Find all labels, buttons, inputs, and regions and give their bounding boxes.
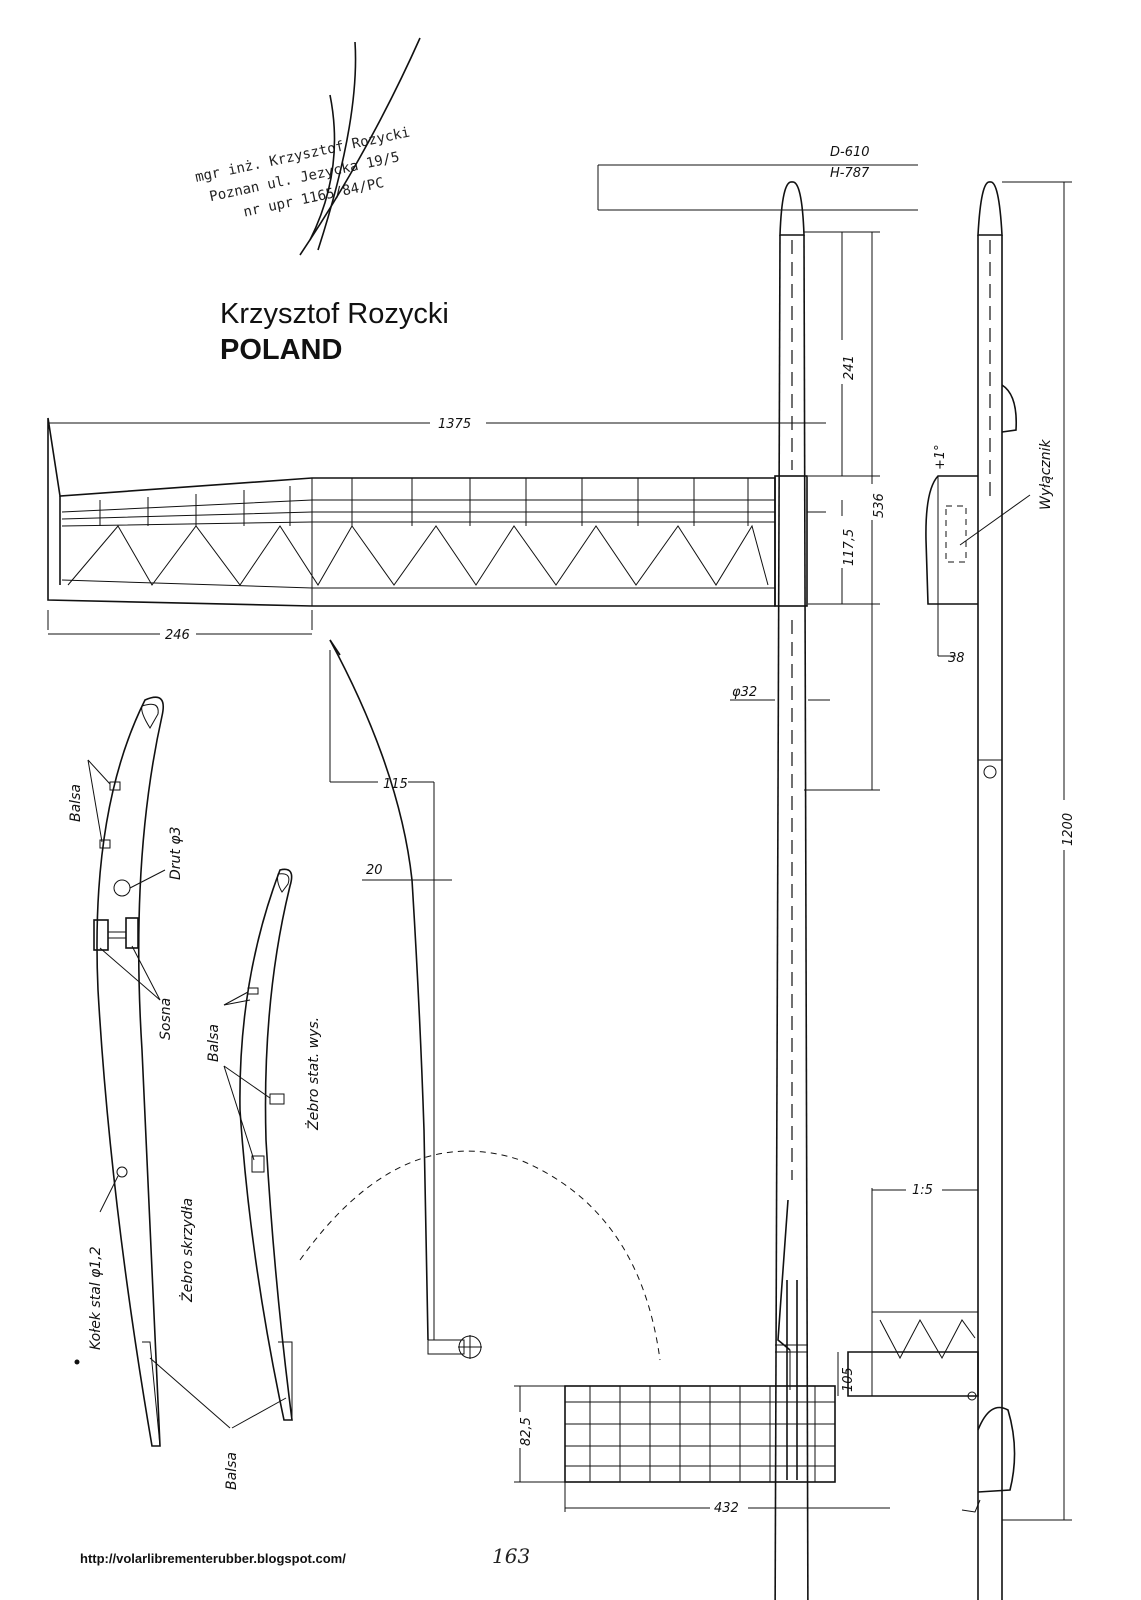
wing-ribs bbox=[99, 478, 749, 526]
wing-plan bbox=[47, 417, 826, 607]
d610-label: D-610 bbox=[830, 145, 870, 160]
stabilizer-rib-labels: Balsa Żebro stat. wys. Balsa bbox=[149, 991, 322, 1490]
kolek-label: Kołek stal φ1,2 bbox=[88, 1246, 104, 1350]
wing-truss bbox=[67, 524, 769, 586]
balsa-label-1: Balsa bbox=[68, 784, 84, 822]
tip-profile: 115 20 bbox=[299, 639, 661, 1361]
wing-rib-profile bbox=[93, 696, 164, 1447]
d38-label: 38 bbox=[948, 651, 965, 666]
d20-label: 20 bbox=[366, 863, 383, 878]
d536-label: 536 bbox=[872, 493, 887, 518]
drut-label: Drut φ3 bbox=[168, 827, 184, 881]
side-view-dimensions: 38 +1° Wyłącznik 1200 1:5 105 bbox=[837, 181, 1076, 1521]
d105-label: 105 bbox=[841, 1367, 856, 1392]
d825-label: 82,5 bbox=[519, 1417, 534, 1446]
author-name: Krzysztof Rozycki bbox=[220, 298, 449, 330]
stabilizer-plan: 82,5 432 bbox=[514, 1385, 890, 1516]
stabilizer-rib-profile bbox=[239, 868, 293, 1421]
fuselage-top-view bbox=[774, 181, 809, 1600]
author-country: POLAND bbox=[220, 334, 343, 366]
wing-rib-labels: Balsa Drut φ3 Sosna Kołek stal φ1,2 Żebr… bbox=[68, 759, 196, 1365]
signature-icon bbox=[299, 37, 421, 256]
length-1200-label: 1200 bbox=[1061, 813, 1076, 846]
span-label: 1375 bbox=[438, 417, 471, 432]
zebro-stat-label: Żebro stat. wys. bbox=[304, 1017, 322, 1131]
source-url: http://volarlibrementerubber.blogspot.co… bbox=[80, 1551, 346, 1566]
d432-label: 432 bbox=[714, 1501, 739, 1516]
tip-dimension-label: 246 bbox=[165, 628, 190, 643]
d117-label: 117,5 bbox=[842, 529, 857, 566]
d115-label: 115 bbox=[383, 777, 408, 792]
span-dimension: 1375 246 bbox=[47, 417, 826, 643]
fuselage-side-view bbox=[847, 181, 1018, 1600]
d241-label: 241 bbox=[842, 355, 857, 380]
balsa-label-2: Balsa bbox=[206, 1024, 222, 1062]
zebro-skrzydla-label: Żebro skrzydła bbox=[178, 1198, 196, 1303]
d1-5-label: 1:5 bbox=[912, 1183, 933, 1198]
fuselage-diameter-label: φ32 bbox=[732, 685, 757, 700]
top-view-dimensions: D-610 H-787 241 117,5 536 φ32 bbox=[597, 145, 918, 791]
wylacznik-label: Wyłącznik bbox=[1038, 438, 1054, 510]
balsa-label-3: Balsa bbox=[224, 1452, 240, 1490]
h787-label: H-787 bbox=[830, 166, 870, 181]
page-number: 163 bbox=[492, 1544, 531, 1568]
author-block: Krzysztof Rozycki POLAND bbox=[220, 296, 449, 368]
sosna-label: Sosna bbox=[158, 998, 174, 1040]
engineer-stamp: mgr inż. Krzysztof Rozycki Poznan ul. Je… bbox=[194, 125, 412, 221]
incidence-label: +1° bbox=[933, 444, 948, 470]
